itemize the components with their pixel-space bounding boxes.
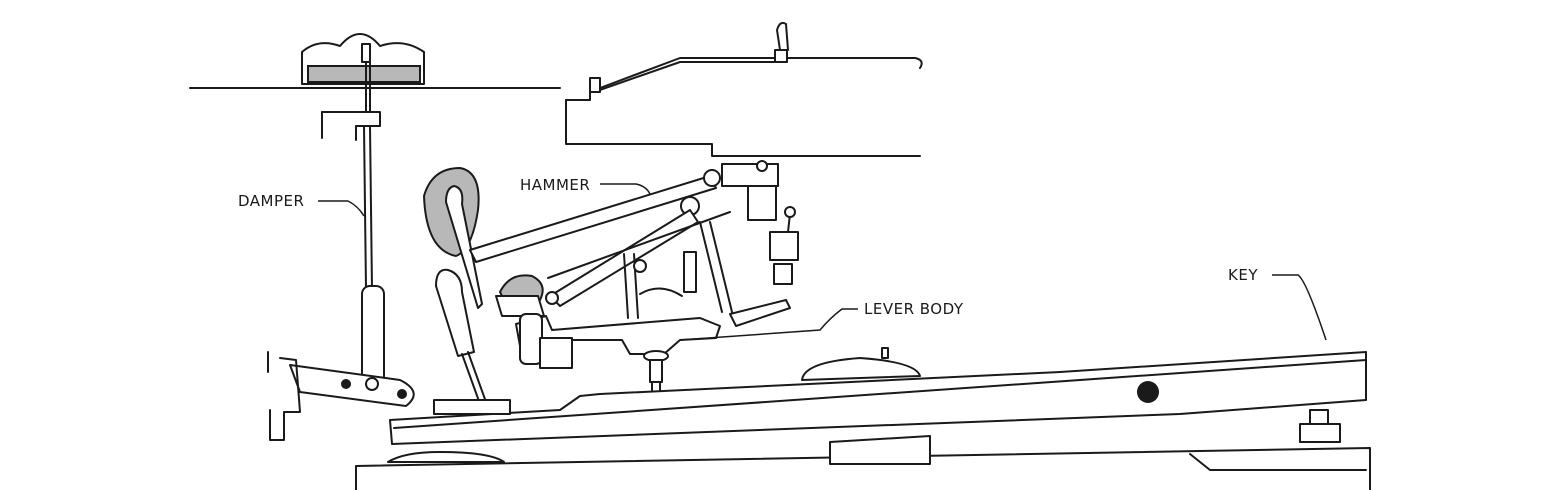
lever-body-label: LEVER BODY — [864, 300, 964, 318]
damper-label: DAMPER — [238, 192, 304, 210]
damper-leader-line — [318, 200, 365, 217]
hammer-leader-line — [600, 183, 651, 195]
key-frame — [355, 409, 1371, 490]
upper-action-parts — [721, 160, 799, 285]
lever-body-leader-line — [679, 308, 858, 341]
jack-assembly — [435, 268, 573, 405]
lever-body — [515, 209, 791, 355]
top-rail — [189, 21, 923, 157]
hammer-label-group: HAMMER — [520, 176, 651, 195]
damper-assembly — [267, 61, 415, 441]
lever-body-label-group: LEVER BODY — [679, 300, 964, 341]
damper-label-group: DAMPER — [238, 192, 365, 217]
capstan-screw — [643, 350, 669, 395]
damper-head — [301, 33, 425, 85]
hammer — [422, 166, 721, 309]
key-label-group: KEY — [1228, 266, 1327, 341]
key — [389, 347, 1367, 445]
key-leader-line — [1272, 274, 1327, 341]
hammer-label: HAMMER — [520, 176, 590, 194]
key-label: KEY — [1228, 266, 1258, 284]
